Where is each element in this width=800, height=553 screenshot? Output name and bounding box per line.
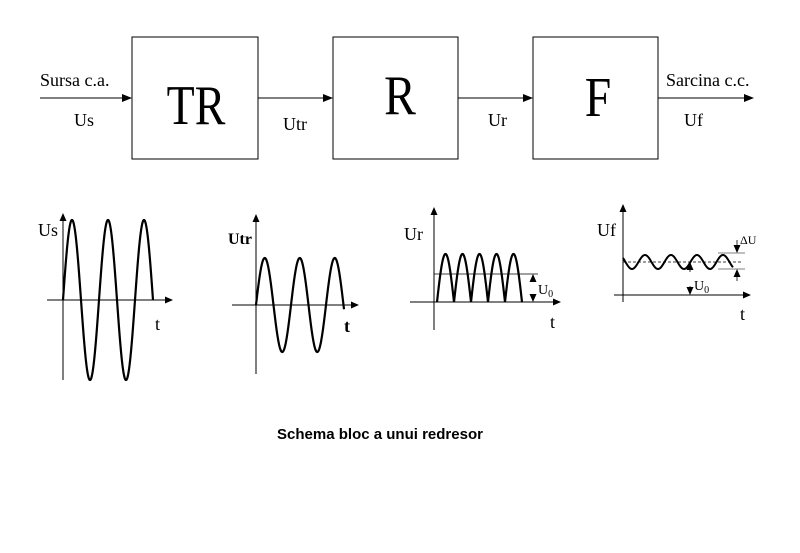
block-rectifier-label: R xyxy=(384,66,416,127)
waveform-uf-x-label: t xyxy=(740,304,745,324)
link-tr-r-signal: Utr xyxy=(283,114,307,134)
input-label: Sursa c.a. xyxy=(40,70,109,90)
waveform-us-x-label: t xyxy=(155,314,160,334)
waveform-utr-curve xyxy=(254,256,346,354)
waveform-uf-y-label: Uf xyxy=(597,220,616,240)
diagram-caption-text: Schema bloc a unui redresor xyxy=(277,426,483,443)
waveform-uf: Uf t U0 ΔU xyxy=(597,204,757,324)
waveform-uf-level-label: U0 xyxy=(694,279,709,296)
waveform-us-y-label: Us xyxy=(38,220,58,240)
block-transformer xyxy=(131,36,259,160)
block-chain: Sursa c.a. Us TR Utr R Ur F Sarcina c.c.… xyxy=(40,36,754,160)
waveform-ur-curve xyxy=(435,252,524,303)
link-r-f-signal: Ur xyxy=(488,110,507,130)
waveform-uf-ripple-label: ΔU xyxy=(740,233,757,247)
waveform-ur-y-label: Ur xyxy=(404,224,423,244)
waveform-uf-curve xyxy=(622,253,734,271)
waveform-ur-level-label: U0 xyxy=(538,283,553,300)
block-filter xyxy=(532,36,659,160)
waveform-us: Us t xyxy=(38,213,173,382)
output-label: Sarcina c.c. xyxy=(666,70,749,90)
block-rectifier xyxy=(332,36,459,160)
waveform-utr-x-label: t xyxy=(344,316,350,336)
output-signal-label: Uf xyxy=(684,110,703,130)
block-transformer-label: TR xyxy=(167,75,226,137)
waveform-utr: Utr t xyxy=(228,214,359,374)
diagram-caption: Schema bloc a unui redresor xyxy=(0,426,800,443)
waveform-ur: Ur t U0 xyxy=(404,207,561,332)
block-filter-label: F xyxy=(585,68,611,129)
waveform-ur-x-label: t xyxy=(550,312,555,332)
input-signal-label: Us xyxy=(74,110,94,130)
waveform-us-curve xyxy=(61,218,155,382)
waveform-utr-y-label: Utr xyxy=(228,231,252,248)
